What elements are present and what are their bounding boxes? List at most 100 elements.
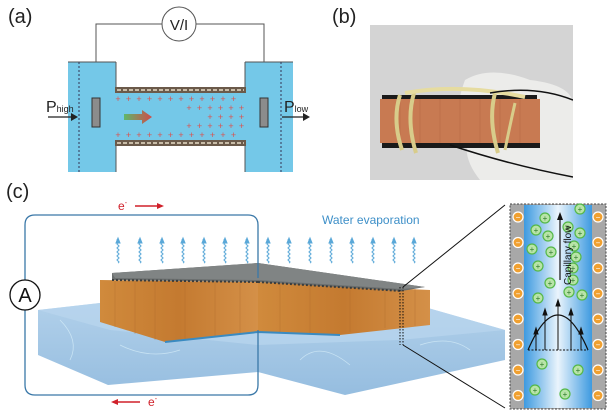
evaporation-arrowhead — [159, 236, 165, 244]
evaporation-arrowhead — [286, 236, 292, 244]
anion — [512, 236, 524, 249]
anion-sign: − — [516, 315, 521, 324]
evaporation-arrows — [115, 236, 417, 264]
positive-charge: + — [239, 121, 244, 131]
water-evaporation-label: Water evaporation — [322, 213, 420, 227]
evaporation-arrowhead — [391, 236, 397, 244]
evaporation-arrowhead — [137, 236, 143, 244]
cation-sign: + — [580, 291, 585, 300]
anion — [512, 211, 524, 223]
anion — [592, 211, 604, 223]
cation-sign: + — [549, 248, 554, 257]
positive-charge: + — [207, 112, 212, 122]
anion-sign: − — [516, 264, 521, 273]
panel-a-label: (a) — [8, 6, 33, 28]
positive-charge: + — [228, 103, 233, 113]
cation-sign: + — [574, 253, 579, 262]
cation-sign: + — [548, 279, 553, 288]
positive-charge: + — [178, 94, 183, 104]
positive-charge: + — [239, 112, 244, 122]
evaporation-arrowhead — [328, 236, 334, 244]
anion — [512, 364, 524, 376]
anion-sign: − — [596, 239, 601, 248]
evaporation-arrowhead — [370, 236, 376, 244]
cation-sign: + — [536, 294, 541, 303]
cation — [562, 221, 574, 233]
panel-b-label: (b) — [332, 6, 357, 28]
cation — [567, 274, 579, 286]
anion — [592, 287, 604, 300]
positive-charge: + — [168, 130, 173, 140]
anion-sign: − — [516, 366, 521, 375]
electrode-left — [91, 97, 101, 128]
anion — [592, 338, 604, 351]
cation — [529, 384, 541, 396]
positive-charge: + — [136, 130, 141, 140]
positive-charge: + — [218, 103, 223, 113]
cation — [526, 243, 538, 255]
anion — [512, 262, 524, 274]
positive-charge: + — [186, 103, 191, 113]
cation-sign: + — [530, 245, 535, 254]
evaporation-arrowhead — [244, 236, 250, 244]
anion-sign: − — [596, 213, 601, 222]
p-low-label: Plow — [284, 99, 309, 116]
ammeter[interactable] — [9, 279, 41, 311]
anion-sign: − — [596, 366, 601, 375]
cation-sign: + — [572, 242, 577, 251]
anion — [592, 313, 604, 325]
positive-charge: + — [218, 112, 223, 122]
anion — [512, 338, 524, 351]
panel-c-illustration: Water evaporation A e- e- −−−−−−−−−−−−−−… — [9, 199, 607, 410]
anion — [512, 389, 524, 402]
cation — [532, 292, 544, 304]
cation-sign: + — [571, 264, 576, 273]
anion-sign: − — [596, 315, 601, 324]
cation — [536, 358, 548, 370]
ammeter-label: A — [18, 285, 32, 307]
cation-sign: + — [576, 366, 581, 375]
anion — [592, 262, 604, 274]
cation-sign: + — [543, 214, 548, 223]
anion — [512, 313, 524, 325]
anion-sign: − — [516, 341, 521, 350]
wood-right-face — [258, 282, 430, 335]
positive-charge: + — [126, 130, 131, 140]
evaporation-arrowhead — [349, 236, 355, 244]
positive-charge: + — [207, 121, 212, 131]
evaporation-arrowhead — [411, 236, 417, 244]
zoom-line-bottom — [402, 344, 506, 409]
cation — [568, 240, 580, 252]
positive-charge: + — [228, 112, 233, 122]
panel-b-photo — [370, 25, 573, 180]
cation — [574, 227, 586, 239]
positive-charge: + — [147, 94, 152, 104]
positive-charge: + — [189, 94, 194, 104]
cation — [559, 388, 571, 400]
capillary-inset: −−−−−−−−−−−−−−−− +++++++++++++++++++++ C… — [509, 203, 607, 410]
negative-ions: −−−−−−−−−−−−−−−− — [512, 211, 604, 402]
positive-charge: + — [197, 121, 202, 131]
capillary-flow-label: Capillary flow — [563, 225, 574, 285]
positive-charge: + — [157, 94, 162, 104]
cation — [563, 286, 575, 298]
cation-sign: + — [566, 223, 571, 232]
panel-a-schematic: V/I Phigh Plow +++++++++++++++++++++++++… — [46, 6, 310, 172]
positive-charge: + — [136, 94, 141, 104]
cation-sign: + — [578, 205, 583, 214]
cation — [574, 203, 586, 215]
anion — [592, 364, 604, 376]
cation — [567, 262, 579, 274]
panel-c-label: (c) — [6, 181, 30, 203]
cation-sign: + — [563, 390, 568, 399]
positive-charge: + — [147, 130, 152, 140]
positive-charge: + — [220, 130, 225, 140]
cation-sign: + — [571, 276, 576, 285]
cation-sign: + — [567, 288, 572, 297]
positive-charge: + — [178, 130, 183, 140]
anion-sign: − — [516, 290, 521, 299]
cation — [539, 212, 551, 224]
positive-charge: + — [186, 121, 191, 131]
cation — [545, 246, 557, 258]
positive-charge: + — [210, 94, 215, 104]
